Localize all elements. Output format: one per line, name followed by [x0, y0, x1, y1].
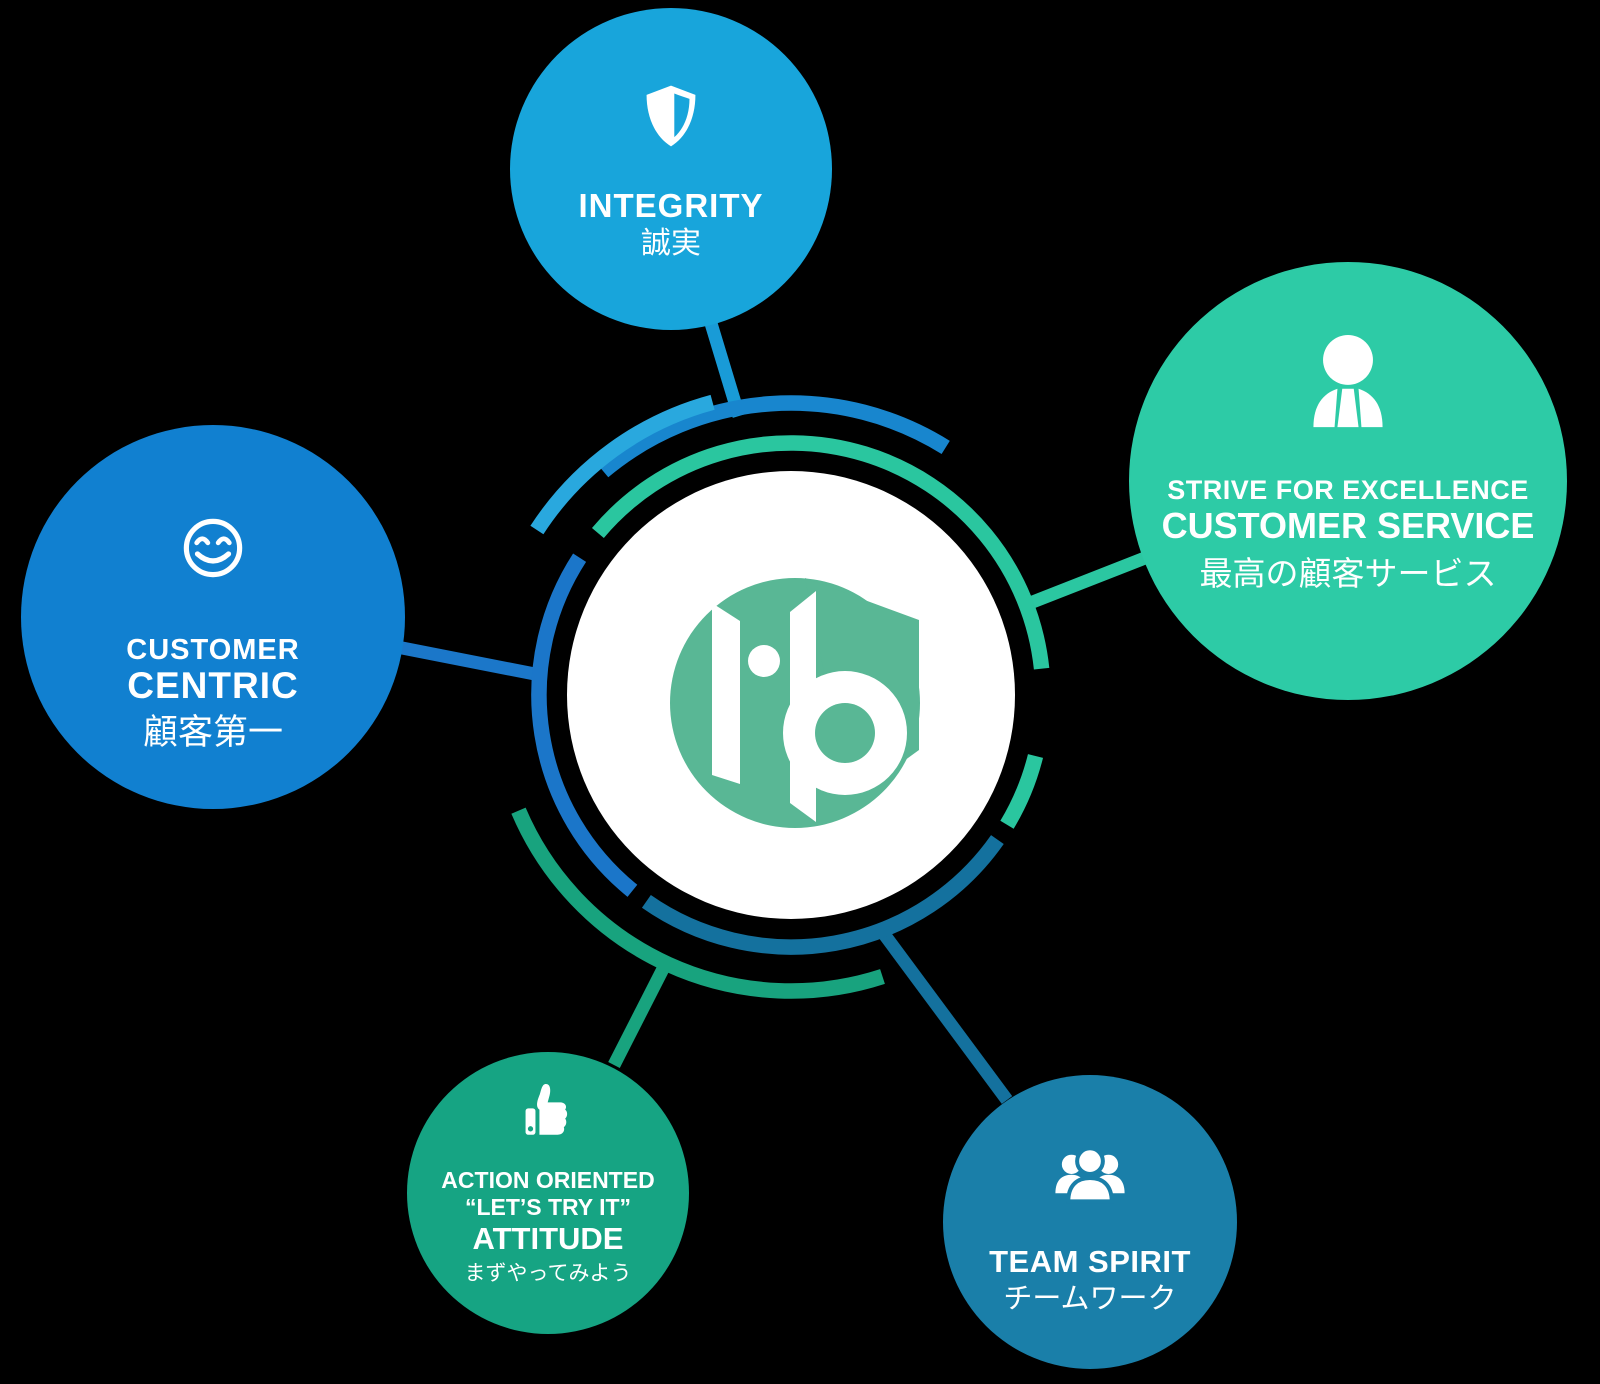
arc-inner-bottom-steel — [641, 835, 1004, 955]
node-action-oriented: ACTION ORIENTED “LET’S TRY IT” ATTITUDE … — [407, 1052, 689, 1334]
action-line3: ATTITUDE — [472, 1220, 624, 1256]
connector-left — [390, 639, 547, 683]
team-group-icon — [1055, 1146, 1125, 1204]
shield-half-icon — [646, 85, 696, 147]
node-integrity: INTEGRITY 誠実 — [510, 8, 832, 330]
customer-line1: CUSTOMER — [126, 634, 300, 666]
connector-bottom-right — [875, 926, 1013, 1104]
customer-title-jp: 顧客第一 — [142, 713, 283, 753]
arc-outer-bottomleft-green — [511, 807, 885, 999]
hibob-logo — [670, 578, 920, 828]
connector-right — [1022, 549, 1153, 612]
arc-outer-top-blue — [598, 395, 950, 478]
integrity-title: INTEGRITY — [578, 187, 764, 224]
node-customer-service: STRIVE FOR EXCELLENCE CUSTOMER SERVICE 最… — [1129, 262, 1567, 700]
businessperson-icon — [1313, 334, 1383, 428]
strive-line2: CUSTOMER SERVICE — [1161, 505, 1535, 547]
logo-dot — [748, 645, 780, 677]
arc-inner-green-segment — [1000, 754, 1044, 829]
action-line1: ACTION ORIENTED — [441, 1167, 655, 1193]
smiley-face-icon — [183, 518, 243, 578]
arc-inner-green-main — [591, 435, 1050, 670]
strive-line1: STRIVE FOR EXCELLENCE — [1167, 475, 1529, 505]
customer-line2: CENTRIC — [127, 665, 299, 707]
action-title-jp: まずやってみよう — [464, 1262, 632, 1286]
logo-short-bar — [712, 603, 740, 784]
integrity-title-jp: 誠実 — [641, 226, 701, 260]
connector-top — [703, 318, 746, 418]
arc-inner-left-blue — [531, 553, 638, 897]
logo-bowl-inner — [815, 703, 875, 763]
arc-outer-topleft-cyan — [530, 394, 715, 535]
action-line2: “LET’S TRY IT” — [464, 1193, 632, 1220]
team-title-jp: チームワーク — [1003, 1283, 1177, 1316]
node-team-spirit: TEAM SPIRIT チームワーク — [943, 1075, 1237, 1369]
node-customer-centric: CUSTOMER CENTRIC 顧客第一 — [21, 425, 405, 809]
connector-bottom-left — [608, 960, 672, 1068]
thumbs-up-icon — [525, 1083, 568, 1135]
strive-title-jp: 最高の顧客サービス — [1199, 555, 1497, 593]
team-line1: TEAM SPIRIT — [989, 1244, 1191, 1279]
